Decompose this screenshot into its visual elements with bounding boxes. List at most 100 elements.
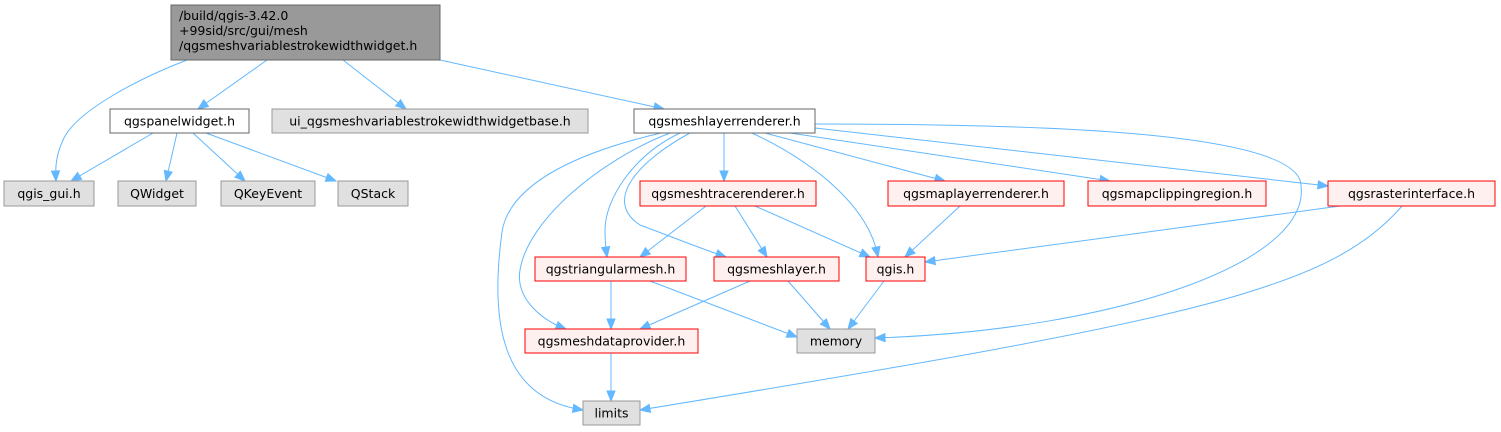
node-box — [220, 180, 316, 207]
node-root[interactable]: /build/qgis-3.42.0+99sid/src/gui/mesh/qg… — [170, 4, 441, 61]
edge-arrowhead — [873, 332, 886, 343]
edge-arrowhead — [163, 169, 173, 183]
node-label: qgsmapclippingregion.h — [1102, 186, 1253, 201]
edge-arrowhead — [638, 320, 652, 330]
node-qgstriangularmesh[interactable]: qgstriangularmesh.h — [534, 256, 687, 282]
edge-qgstriangularmesh-to-memory — [649, 280, 799, 338]
node-label: qgis_gui.h — [17, 186, 80, 201]
edge-qgspanelwidget-to-qwidget — [163, 132, 178, 183]
edge-arrowhead — [858, 248, 872, 258]
node-qwidget[interactable]: QWidget — [117, 180, 197, 207]
edge-arrowhead — [50, 170, 61, 183]
edge-root-to-qgis_gui — [50, 59, 188, 183]
node-box — [633, 108, 816, 134]
node-ui_base[interactable]: ui_qgsmeshvariablestrokewidthwidgetbase.… — [271, 108, 589, 134]
node-label: +99sid/src/gui/mesh — [179, 23, 308, 38]
node-box — [713, 256, 840, 282]
node-label: ui_qgsmeshvariablestrokewidthwidgetbase.… — [289, 114, 570, 129]
edge-arrowhead — [819, 317, 831, 331]
edge-arrowhead — [719, 170, 729, 183]
edge-qgsrasterinterface-to-qgis — [923, 205, 1341, 266]
node-box — [117, 180, 197, 207]
node-memory[interactable]: memory — [796, 328, 876, 354]
node-label: limits — [594, 406, 628, 421]
node-qgspanelwidget[interactable]: qgspanelwidget.h — [109, 108, 250, 134]
node-label: /qgsmeshvariablestrokewidthwidget.h — [179, 38, 417, 53]
node-qgsmeshlayer[interactable]: qgsmeshlayer.h — [713, 256, 840, 282]
node-qgsmaplayerrenderer[interactable]: qgsmaplayerrenderer.h — [887, 180, 1065, 207]
node-label: qgsmeshlayer.h — [727, 262, 826, 277]
node-box — [639, 180, 817, 207]
node-qkeyevent[interactable]: QKeyEvent — [220, 180, 316, 207]
edge-qgsrasterinterface-to-limits — [638, 205, 1403, 413]
edge-arrowhead — [1317, 180, 1330, 190]
edge-qgsmeshlayer-to-qgsmeshdataprovider — [638, 280, 751, 330]
node-label: qgstriangularmesh.h — [546, 262, 676, 277]
edge-arrowhead — [638, 246, 652, 258]
edge-arrowhead — [234, 170, 246, 182]
node-qgis[interactable]: qgis.h — [865, 256, 926, 282]
edge-qgsmeshlayerrenderer-to-qgstriangularmesh — [600, 132, 681, 259]
edge-qgsmeshlayerrenderer-to-memory — [814, 123, 1302, 343]
edge-arrowhead — [606, 390, 616, 403]
edge-arrowhead — [196, 99, 210, 110]
node-qstack[interactable]: QStack — [337, 180, 409, 207]
node-label: qgis.h — [877, 262, 915, 277]
node-box — [170, 4, 441, 61]
node-box — [1327, 180, 1496, 207]
node-box — [109, 108, 250, 134]
edge-arrowhead — [571, 403, 585, 413]
edge-arrowhead — [554, 320, 568, 330]
edge-arrowhead — [923, 255, 937, 266]
edge-arrowhead — [600, 245, 611, 259]
edge-arrowhead — [785, 328, 799, 338]
edge-qgsmeshtracerenderer-to-qgis — [754, 205, 872, 258]
edge-root-to-qgspanelwidget — [196, 59, 268, 110]
node-box — [524, 328, 699, 354]
node-qgsrasterinterface[interactable]: qgsrasterinterface.h — [1327, 180, 1496, 207]
edge-qgsmeshtracerenderer-to-qgsmeshlayer — [734, 205, 768, 259]
edge-root-to-qgsmeshlayerrenderer — [439, 59, 666, 112]
node-limits[interactable]: limits — [582, 400, 641, 426]
node-label: qgspanelwidget.h — [124, 114, 235, 129]
edge-arrowhead — [394, 98, 408, 110]
edge-arrowhead — [847, 317, 859, 331]
node-box — [1087, 180, 1267, 207]
edge-arrowhead — [904, 246, 916, 258]
edge-qgsmeshlayerrenderer-to-qgsrasterinterface — [814, 127, 1330, 190]
node-qgsmapclippingregion[interactable]: qgsmapclippingregion.h — [1087, 180, 1267, 207]
node-qgsmeshdataprovider[interactable]: qgsmeshdataprovider.h — [524, 328, 699, 354]
node-label: QStack — [351, 186, 396, 201]
node-box — [796, 328, 876, 354]
node-box — [865, 256, 926, 282]
edge-qgsmeshlayerrenderer-to-qgsmeshlayer — [624, 132, 728, 259]
edge-arrowhead — [871, 245, 881, 259]
node-box — [3, 180, 95, 207]
edge-qgstriangularmesh-to-qgsmeshdataprovider — [606, 281, 616, 331]
edge-arrowhead — [69, 171, 83, 182]
edge-arrowhead — [638, 403, 652, 413]
edge-qgsmeshlayerrenderer-to-qgis — [751, 132, 881, 259]
edge-arrowhead — [324, 172, 338, 182]
edge-qgspanelwidget-to-qkeyevent — [192, 132, 246, 182]
node-label: memory — [810, 334, 863, 349]
edge-qgsmeshlayerrenderer-to-qgsmeshtracerenderer — [719, 133, 729, 183]
edge-qgsmeshlayerrenderer-to-limits — [497, 132, 662, 413]
edge-qgsmeshdataprovider-to-limits — [606, 353, 616, 403]
edge-arrowhead — [606, 318, 616, 331]
nodes-layer: /build/qgis-3.42.0+99sid/src/gui/mesh/qg… — [3, 4, 1496, 426]
node-qgsmeshlayerrenderer[interactable]: qgsmeshlayerrenderer.h — [633, 108, 816, 134]
node-box — [582, 400, 641, 426]
node-qgsmeshtracerenderer[interactable]: qgsmeshtracerenderer.h — [639, 180, 817, 207]
node-box — [534, 256, 687, 282]
edge-qgsmeshlayer-to-memory — [787, 280, 831, 331]
node-label: qgsmeshtracerenderer.h — [651, 186, 805, 201]
edge-arrowhead — [714, 249, 728, 259]
node-label: qgsmaplayerrenderer.h — [903, 186, 1049, 201]
edge-qgsmaplayerrenderer-to-qgis — [904, 205, 961, 258]
node-label: qgsmeshdataprovider.h — [538, 334, 686, 349]
edges-layer — [50, 59, 1403, 413]
node-qgis_gui[interactable]: qgis_gui.h — [3, 180, 95, 207]
edge-qgspanelwidget-to-qgis_gui — [69, 132, 154, 182]
